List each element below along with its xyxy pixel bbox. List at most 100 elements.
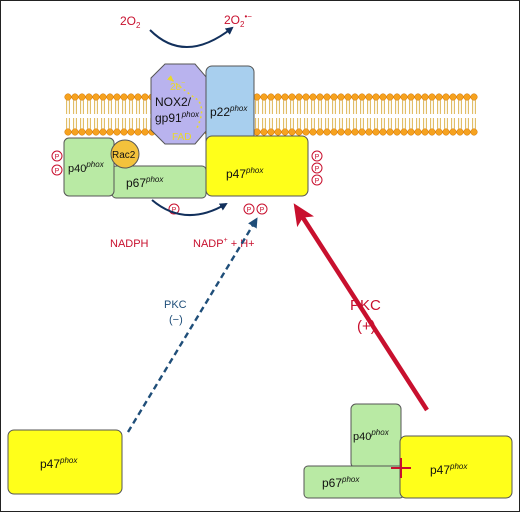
pkc-inhibit-dashed-arrow <box>126 217 258 433</box>
inhibitory-interaction-cross <box>391 458 411 478</box>
lipid-head <box>435 93 443 101</box>
lipid-head <box>134 93 142 101</box>
lipid-head <box>358 128 366 136</box>
nox2-label-line2: gp91phox <box>155 110 200 125</box>
phosphate-group: P <box>311 162 323 174</box>
lipid-head <box>442 128 450 136</box>
lipid-head <box>365 128 373 136</box>
p47phox-bottom: p47phox <box>399 435 513 499</box>
lipid-bilayer <box>64 93 478 136</box>
lipid-head <box>71 93 79 101</box>
phosphate-label: P <box>315 154 320 161</box>
lipid-head <box>323 93 331 101</box>
lipid-head <box>274 128 282 136</box>
lipid-head <box>295 93 303 101</box>
lipid-head <box>344 128 352 136</box>
lipid-head <box>442 93 450 101</box>
lipid-head <box>127 128 135 136</box>
phosphate-label: P <box>260 207 265 214</box>
p40phox-bottom: p40phox <box>350 403 402 469</box>
lipid-head <box>463 128 471 136</box>
lipid-head <box>407 128 415 136</box>
lipid-head <box>71 128 79 136</box>
svg-text:p22phox: p22phox <box>210 104 248 119</box>
lipid-head <box>344 93 352 101</box>
lipid-head <box>281 128 289 136</box>
p47phox-bound: p47phox <box>205 135 309 197</box>
lipid-head <box>330 93 338 101</box>
lipid-head <box>421 128 429 136</box>
lipid-head <box>330 128 338 136</box>
nox2-gp91phox: 2e− NOX2/ gp91phox FAD <box>150 63 208 145</box>
lipid-head <box>92 93 100 101</box>
lipid-head <box>393 128 401 136</box>
nadp-label: NADP+ + H+ <box>193 237 255 250</box>
p67phox-top: p67phox <box>111 165 207 199</box>
lipid-head <box>379 93 387 101</box>
lipid-head <box>267 128 275 136</box>
nox2-label-line1: NOX2/ <box>155 95 192 109</box>
lipid-head <box>463 93 471 101</box>
lipid-head <box>267 93 275 101</box>
lipid-head <box>351 93 359 101</box>
lipid-head <box>428 93 436 101</box>
lipid-head <box>337 93 345 101</box>
lipid-head <box>470 93 478 101</box>
pkc-minus-sign: (−) <box>169 314 183 326</box>
lipid-head <box>288 128 296 136</box>
lipid-head <box>400 128 408 136</box>
lipid-head <box>288 93 296 101</box>
lipid-head <box>323 128 331 136</box>
svg-text:p67phox: p67phox <box>322 475 360 490</box>
lipid-head <box>281 93 289 101</box>
lipid-head <box>120 93 128 101</box>
phosphate-group: P <box>311 150 323 162</box>
svg-text:p40phox: p40phox <box>353 428 390 443</box>
lipid-head <box>309 93 317 101</box>
p47phox-cytosolic: p47phox <box>7 429 123 495</box>
phosphate-group: P <box>256 203 268 215</box>
phosphate-label: P <box>247 207 252 214</box>
fad-label: FAD <box>172 132 191 143</box>
lipid-head <box>435 128 443 136</box>
lipid-head <box>64 128 72 136</box>
lipid-head <box>260 128 268 136</box>
nadph-arc-arrow <box>151 199 228 216</box>
phosphate-group: P <box>51 164 63 176</box>
lipid-head <box>127 93 135 101</box>
lipid-head <box>449 93 457 101</box>
lipid-head <box>337 128 345 136</box>
lipid-head <box>113 128 121 136</box>
svg-text:p40phox: p40phox <box>68 160 105 175</box>
svg-text:p67phox: p67phox <box>126 175 164 190</box>
svg-text:p47phox: p47phox <box>226 166 264 181</box>
lipid-head <box>358 93 366 101</box>
lipid-head <box>428 128 436 136</box>
pkc-activate-arrow <box>293 203 429 412</box>
pkc-plus-label: PKC <box>350 297 381 314</box>
phosphate-label: P <box>315 166 320 173</box>
phosphate-label: P <box>172 207 177 214</box>
phosphate-group: P <box>311 174 323 186</box>
lipid-head <box>253 128 261 136</box>
lipid-head <box>99 93 107 101</box>
nadph-label: NADPH <box>110 238 149 250</box>
rac2: Rac2 <box>110 139 140 169</box>
lipid-head <box>449 128 457 136</box>
p40phox-top: p40phox <box>63 137 115 197</box>
lipid-head <box>414 128 422 136</box>
lipid-head <box>141 93 149 101</box>
lipid-head <box>99 128 107 136</box>
superoxide-label: 2O2•− <box>224 12 252 29</box>
electrons-label: 2e− <box>170 80 185 93</box>
oxygen-label: 2O2 <box>120 14 141 30</box>
lipid-head <box>372 128 380 136</box>
electron-transfer-arrow <box>167 75 203 131</box>
phosphate-label: P <box>55 154 60 161</box>
pkc-plus-sign: (+) <box>357 318 376 335</box>
lipid-head <box>421 93 429 101</box>
pkc-minus-label: PKC <box>164 299 187 311</box>
lipid-head <box>316 128 324 136</box>
phosphate-group: P <box>51 150 63 162</box>
